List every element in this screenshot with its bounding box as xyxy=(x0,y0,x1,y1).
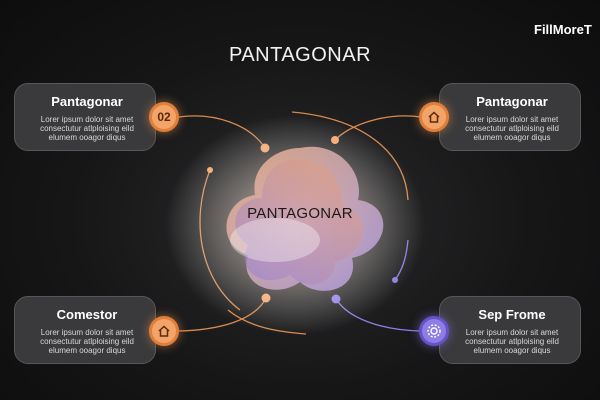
card-body: Lorer ipsum dolor sit amet consectutur a… xyxy=(40,115,134,142)
center-blob-front xyxy=(235,159,363,285)
card-bottom-left[interactable]: Comestor Lorer ipsum dolor sit amet cons… xyxy=(14,296,156,364)
card-heading: Pantagonar xyxy=(476,94,548,109)
card-top-right[interactable]: Pantagonar Lorer ipsum dolor sit amet co… xyxy=(439,83,581,151)
gear-icon[interactable] xyxy=(419,316,449,346)
card-body: Lorer ipsum dolor sit amet consectutur a… xyxy=(465,115,559,142)
card-body: Lorer ipsum dolor sit amet consectutur a… xyxy=(465,328,559,355)
house-icon[interactable] xyxy=(419,102,449,132)
center-label: PANTAGONAR xyxy=(247,205,353,222)
step-number-badge[interactable]: 02 xyxy=(149,102,179,132)
card-heading: Sep Frome xyxy=(478,307,546,322)
diagram-title: PANTAGONAR xyxy=(228,44,372,66)
card-heading: Comestor xyxy=(56,307,118,322)
card-top-left[interactable]: Pantagonar Lorer ipsum dolor sit amet co… xyxy=(14,83,156,151)
house-icon[interactable] xyxy=(149,316,179,346)
card-body: Lorer ipsum dolor sit amet consectutur a… xyxy=(40,328,134,355)
card-heading: Pantagonar xyxy=(51,94,123,109)
brand-logo: FillMoreT xyxy=(534,22,592,37)
card-bottom-right[interactable]: Sep Frome Lorer ipsum dolor sit amet con… xyxy=(439,296,581,364)
badge-number: 02 xyxy=(157,110,171,124)
